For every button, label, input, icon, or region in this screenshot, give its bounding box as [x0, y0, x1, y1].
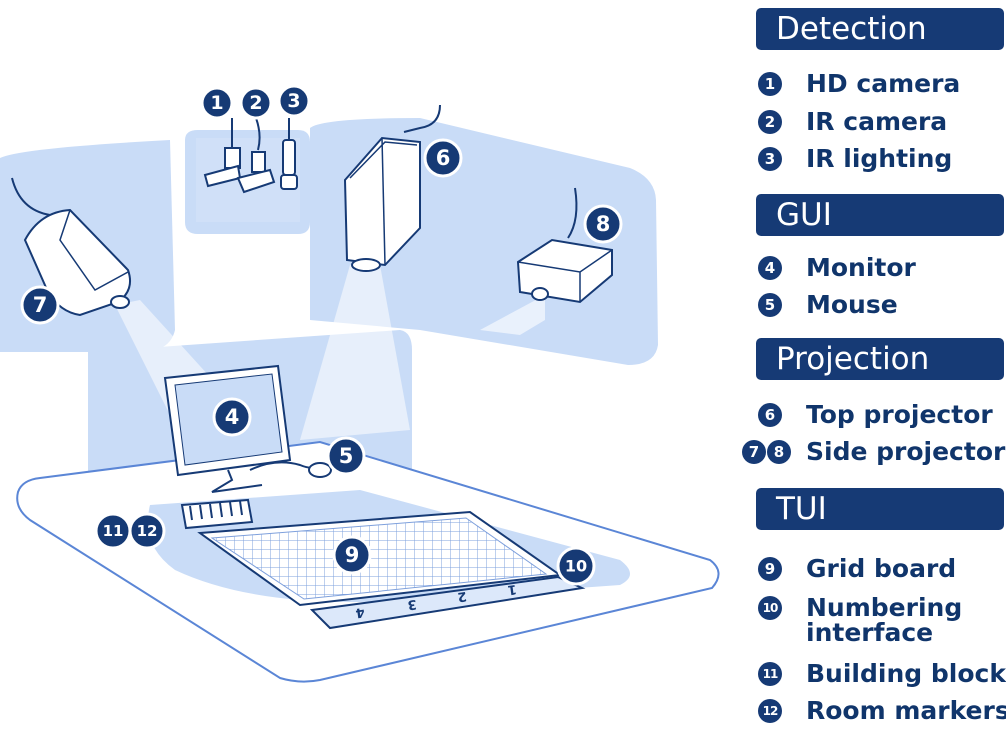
- legend-label: Monitor: [806, 253, 916, 282]
- section-title-tui: TUI: [756, 488, 1004, 530]
- grid-board: [197, 510, 563, 607]
- marker-8: 8: [583, 204, 623, 244]
- svg-text:5: 5: [339, 444, 354, 468]
- legend-badge: 3: [758, 147, 782, 171]
- ir-camera: [236, 117, 276, 194]
- svg-text:2: 2: [249, 92, 262, 114]
- legend-label: Building blocks: [806, 659, 1006, 688]
- section-title-projection: Projection: [756, 338, 1004, 380]
- building-blocks: [180, 498, 254, 530]
- legend-label: Room markers: [806, 696, 1006, 725]
- numbering-digit-3: 3: [406, 596, 417, 612]
- svg-text:4: 4: [225, 405, 240, 429]
- marker-1: 1: [200, 86, 234, 120]
- ir-lighting: [280, 118, 298, 190]
- svg-text:1: 1: [210, 92, 223, 114]
- marker-6: 6: [423, 138, 463, 178]
- top-projector: [343, 104, 441, 272]
- legend-badge: 12: [758, 699, 782, 723]
- marker-12: 12: [128, 512, 166, 550]
- legend-badge: 5: [758, 293, 782, 317]
- marker-7: 7: [20, 285, 60, 325]
- legend-badge: 6: [758, 403, 782, 427]
- side-projector-left: [11, 177, 131, 317]
- legend-badge: 2: [758, 110, 782, 134]
- marker-10: 10: [556, 546, 596, 586]
- marker-2: 2: [239, 86, 273, 120]
- legend-item-numbering-interface: 10 Numbering interface: [758, 594, 1004, 646]
- legend: Detection 1 HD camera 2 IR camera 3 IR l…: [742, 0, 1006, 744]
- numbering-digit-1: 1: [506, 581, 517, 597]
- legend-badge: 8: [767, 440, 791, 464]
- legend-label: IR camera: [806, 107, 948, 136]
- legend-badge: 7: [742, 440, 766, 464]
- marker-9: 9: [332, 535, 372, 575]
- marker-4: 4: [212, 397, 252, 437]
- legend-label: Top projector: [806, 400, 993, 429]
- legend-label-line2: interface: [806, 618, 934, 647]
- legend-badge: 1: [758, 72, 782, 96]
- svg-text:6: 6: [436, 146, 451, 170]
- legend-label-line1: Numbering: [806, 593, 963, 622]
- setup-illustration: 4 3 2 1 1 2 3 4 5 6 7 8 9 10 11 12: [0, 84, 720, 683]
- legend-label: IR lighting: [806, 144, 953, 173]
- legend-label: Side projector: [806, 437, 1006, 466]
- numbering-interface: 4 3 2 1: [309, 575, 586, 630]
- legend-label: Mouse: [806, 290, 898, 319]
- svg-text:10: 10: [565, 557, 587, 576]
- section-title-detection: Detection: [756, 8, 1004, 50]
- svg-text:3: 3: [287, 90, 300, 112]
- beam-side-right: [480, 295, 545, 335]
- marker-11: 11: [94, 512, 132, 550]
- legend-badge: 9: [758, 557, 782, 581]
- side-projector-right: [516, 187, 613, 304]
- numbering-digit-4: 4: [354, 604, 365, 620]
- hd-camera: [203, 118, 242, 188]
- legend-badge: 4: [758, 256, 782, 280]
- numbering-digit-2: 2: [456, 588, 467, 604]
- svg-text:8: 8: [596, 212, 611, 236]
- legend-badge: 11: [758, 662, 782, 686]
- svg-text:11: 11: [103, 522, 124, 540]
- svg-text:12: 12: [137, 522, 158, 540]
- section-title-gui: GUI: [756, 194, 1004, 236]
- legend-label: Grid board: [806, 554, 957, 583]
- beam-top: [300, 265, 410, 440]
- marker-5: 5: [326, 436, 366, 476]
- svg-text:7: 7: [33, 293, 48, 317]
- svg-text:9: 9: [345, 543, 360, 567]
- legend-label: HD camera: [806, 69, 961, 98]
- mouse: [249, 461, 332, 478]
- legend-badge: 10: [758, 596, 782, 620]
- marker-3: 3: [277, 84, 311, 118]
